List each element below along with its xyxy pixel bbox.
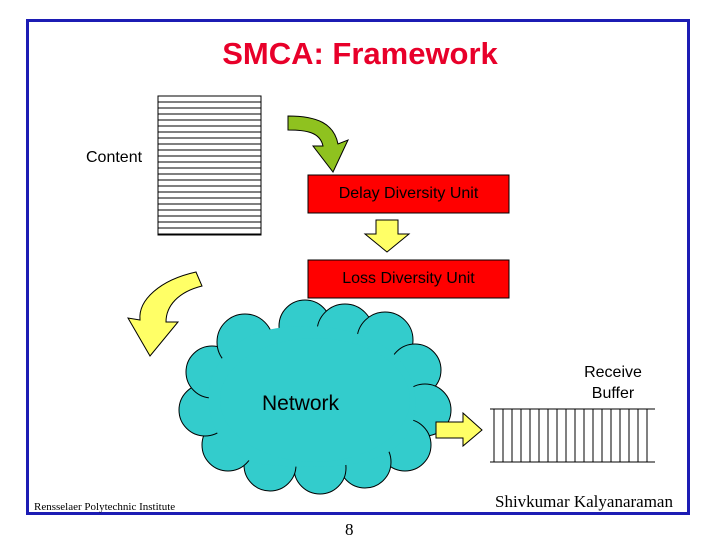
down-arrow-icon: [363, 219, 411, 253]
delay-diversity-unit-box: [307, 174, 510, 214]
network-cloud-icon: [178, 299, 452, 495]
footer-institution: Rensselaer Polytechnic Institute: [34, 501, 176, 513]
footer-author: Shivkumar Kalyanaraman: [495, 492, 673, 511]
receive-buffer-label-line1: Receive: [584, 364, 642, 381]
slide-title: SMCA: Framework: [222, 36, 498, 71]
right-arrow-icon: [435, 411, 483, 448]
receive-buffer-label: Receive Buffer: [560, 362, 666, 404]
feedback-curved-arrow-icon: [127, 271, 203, 357]
loss-diversity-unit-box: [307, 259, 510, 299]
content-label: Content: [86, 149, 143, 166]
slide-frame: [26, 19, 690, 515]
delay-diversity-unit-label: Delay Diversity Unit: [338, 185, 479, 202]
network-label: Network: [262, 392, 340, 415]
receive-buffer-label-line2: Buffer: [591, 385, 635, 402]
page-number: 8: [345, 520, 354, 539]
loss-diversity-unit-label: Loss Diversity Unit: [342, 270, 475, 287]
content-stack-icon: [157, 95, 262, 236]
receive-buffer-icon: [490, 408, 655, 463]
curved-arrow-icon: [287, 115, 349, 173]
